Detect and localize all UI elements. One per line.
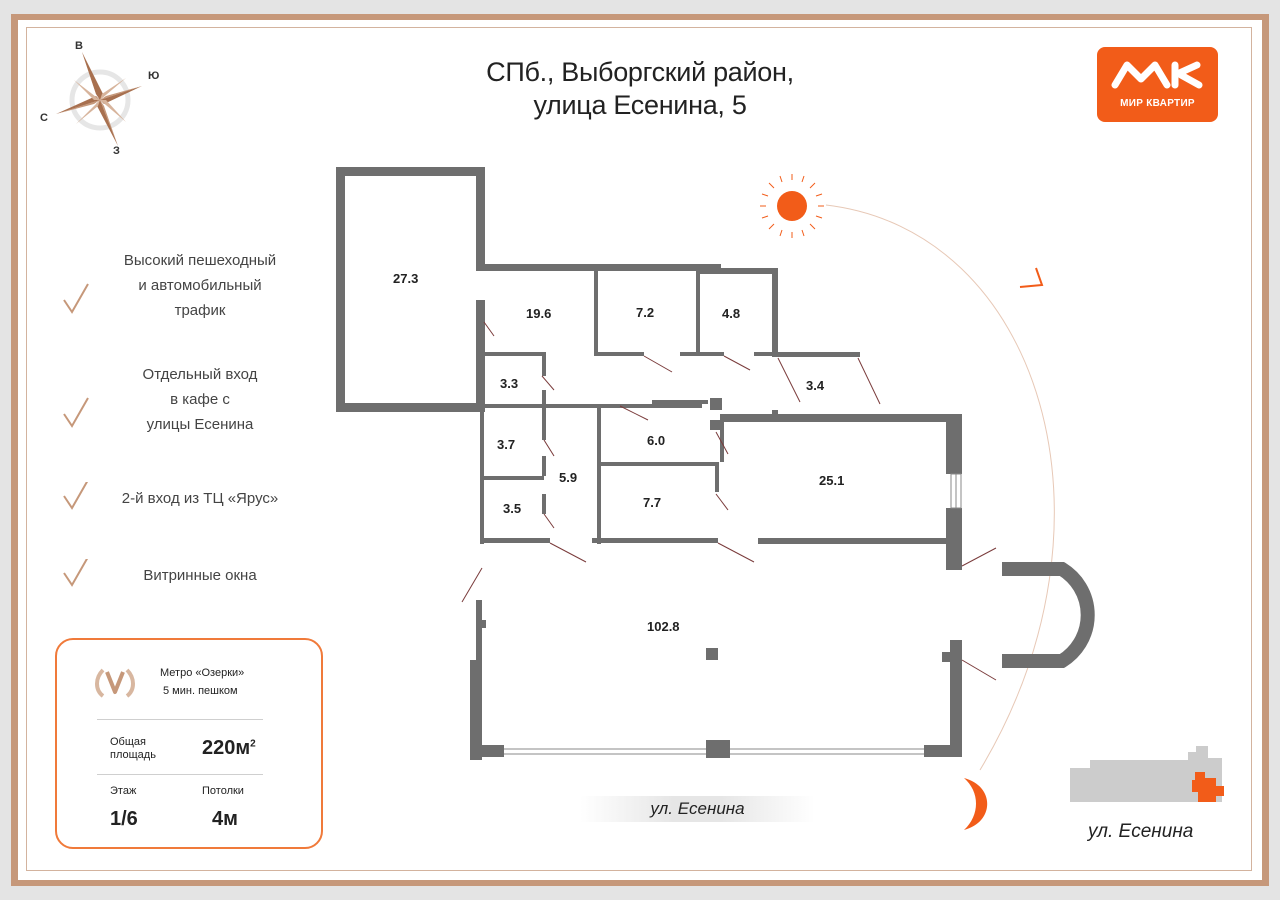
room-area-label: 3.4 [806,378,825,393]
feature-item-shop-windows: Витринные окна [60,559,290,643]
area-value-number: 220м [202,737,251,759]
ceiling-value: 4м [212,808,238,830]
area-value: 220м2 [202,737,256,760]
feature-line: и автомобильный [138,277,262,294]
check-icon [63,482,89,510]
brand-name: МИР КВАРТИР [1120,98,1195,109]
room-area-label: 4.8 [722,306,740,321]
room-area-label: 5.9 [559,470,577,485]
check-icon [63,283,89,314]
info-card: Метро «Озерки» 5 мин. пешком Общая площа… [55,638,323,849]
feature-text: Отдельный вход в кафе с улицы Есенина [90,362,310,437]
building-location-map [1070,746,1224,802]
area-unit-sup: 2 [250,738,256,750]
room-area-label: 27.3 [393,271,418,286]
feature-line: Отдельный вход [142,366,258,383]
sun-icon [760,174,824,238]
room-area-label: 6.0 [647,433,665,448]
card-divider [97,774,263,775]
area-label: Общая площадь [110,736,156,762]
card-divider [97,719,263,720]
compass-north-label: В [75,40,83,52]
door-swings [461,321,997,681]
feature-text: Высокий пешеходный и автомобильный трафи… [90,248,310,323]
compass-west-label: С [40,112,48,124]
room-area-label: 25.1 [819,473,844,488]
window-frame [950,473,962,509]
feature-line: в кафе с [170,391,230,408]
feature-line: Витринные окна [143,567,257,584]
room-area-label: 7.2 [636,305,654,320]
page-title: СПб., Выборгский район, улица Есенина, 5 [440,56,840,122]
compass-rose: В Ю З С [30,30,180,170]
area-label-line: Общая [110,736,146,748]
room-area-label: 19.6 [526,306,551,321]
title-line-1: СПб., Выборгский район, [486,57,794,87]
floor-value: 1/6 [110,808,138,830]
frame-border-line [26,27,1252,871]
feature-line: Высокий пешеходный [123,252,277,269]
room-area-label: 3.5 [503,501,521,516]
street-name-map: ул. Есенина [1088,821,1194,842]
check-icon [63,559,89,587]
street-label-bar: ул. Есенина [580,796,815,822]
brand-logo: МИР КВАРТИР [1097,47,1218,122]
feature-line: трафик [174,302,226,319]
room-area-label: 3.3 [500,376,518,391]
room-area-label: 7.7 [643,495,661,510]
room-area-label: 3.7 [497,437,515,452]
compass-east-label: Ю [148,70,160,82]
walls [336,167,962,760]
title-line-2: улица Есенина, 5 [533,90,747,120]
ceiling-label: Потолки [202,785,244,797]
sun-path-arc [825,204,1055,771]
feature-line: улицы Есенина [146,416,254,433]
brand-mark-icon [1111,61,1203,89]
moon-icon [964,778,988,830]
metro-walk-time: 5 мин. пешком [163,685,238,697]
feature-text: 2-й вход из ТЦ «Ярус» [90,486,310,511]
street-name: ул. Есенина [650,799,745,818]
feature-item-separate-entrance: Отдельный вход в кафе с улицы Есенина [60,362,290,442]
porch-structure [1002,562,1095,668]
compass-south-label: З [113,145,120,157]
feature-item-traffic: Высокий пешеходный и автомобильный трафи… [60,248,290,328]
check-icon [63,397,89,428]
area-label-line: площадь [110,749,156,761]
feature-text: Витринные окна [90,563,310,588]
metro-icon [95,668,135,698]
metro-station: Метро «Озерки» [160,667,245,679]
arrow-icon [1019,267,1044,288]
storefront-window [504,748,924,755]
compass-star-icon [56,52,142,146]
feature-line: 2-й вход из ТЦ «Ярус» [121,490,279,507]
feature-item-second-entrance: 2-й вход из ТЦ «Ярус» [60,482,290,566]
room-area-label: 102.8 [647,619,680,634]
floor-label: Этаж [110,785,137,797]
